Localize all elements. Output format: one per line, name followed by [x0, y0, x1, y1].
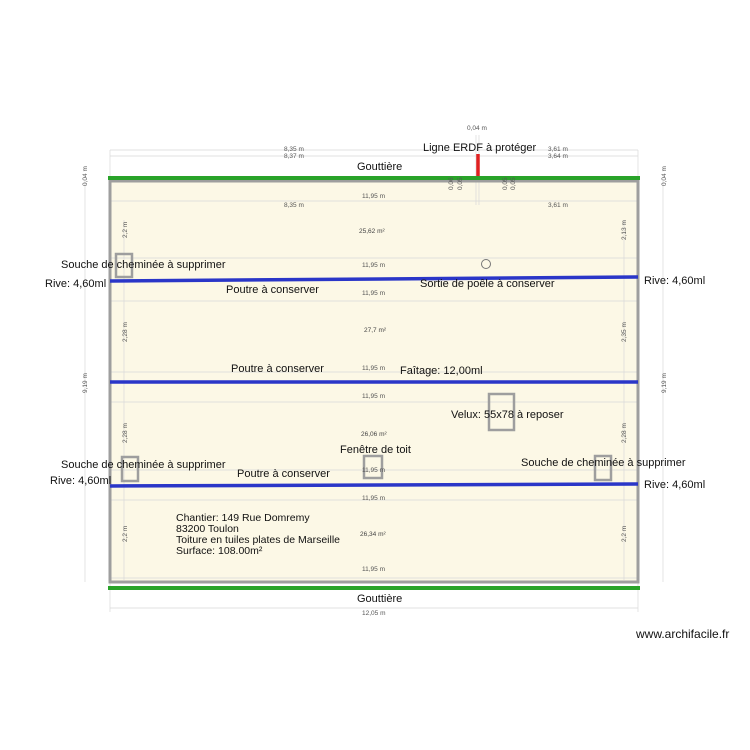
erdf-label: Ligne ERDF à protéger	[423, 142, 536, 154]
dim-sec4-left: 2,2 m	[122, 526, 129, 542]
beam-line-3	[109, 482, 639, 488]
dim-erdf-b: 0,05	[457, 177, 464, 190]
rive-bottom-left-label: Rive: 4,60ml	[50, 475, 111, 487]
dim-erdf-a: 0,06	[448, 177, 455, 190]
rive-bottom-right-label: Rive: 4,60ml	[644, 479, 705, 491]
dim-sec2-right: 2,35 m	[621, 322, 628, 342]
dim-sec3-right: 2,28 m	[621, 423, 628, 443]
beam-1-label: Poutre à conserver	[226, 284, 319, 296]
area-label-1: 25,62 m²	[359, 228, 385, 235]
beam-2-label: Poutre à conserver	[231, 363, 324, 375]
dim-sec2-left: 2,28 m	[122, 322, 129, 342]
watermark-text: www.archifacile.fr	[636, 627, 730, 641]
dim-height-left: 9,19 m	[82, 373, 89, 393]
dim-top-left-b: 8,37 m	[284, 153, 304, 160]
chimney-3-label: Souche de cheminée à supprimer	[521, 457, 686, 469]
rive-top-right-label: Rive: 4,60ml	[644, 275, 705, 287]
dim-width-1: 11,95 m	[362, 193, 385, 200]
dim-sec1-left: 2,2 m	[122, 222, 129, 238]
dim-inner-right: 3,61 m	[548, 202, 568, 209]
info-line-4: Surface: 108.00m²	[176, 545, 263, 557]
dim-width-3: 11,95 m	[362, 290, 385, 297]
chimney-2-label: Souche de cheminée à supprimer	[61, 459, 226, 471]
dim-side-left-top: 0,04 m	[82, 166, 89, 186]
info-line-3: Toiture en tuiles plates de Marseille	[176, 534, 340, 546]
chimney-1-label: Souche de cheminée à supprimer	[61, 259, 226, 271]
dim-erdf-c: 0,05	[502, 177, 509, 190]
stove-exit-label: Sortie de poêle à conserver	[420, 278, 555, 290]
roof-window-shape	[362, 454, 384, 480]
chimney-1-shape	[114, 252, 134, 279]
stove-exit-icon	[481, 259, 491, 269]
chimney-2-shape	[120, 455, 140, 483]
dim-erdf-d: 0,05	[510, 177, 517, 190]
gutter-bottom-label: Gouttière	[357, 593, 402, 605]
area-label-4: 26,34 m²	[360, 531, 386, 538]
dim-sec1-right: 2,13 m	[621, 220, 628, 240]
dim-top-total: 0,04 m	[467, 125, 487, 132]
dim-width-7: 11,95 m	[362, 495, 385, 502]
area-label-3: 26,06 m²	[361, 431, 387, 438]
dim-sec4-right: 2,2 m	[621, 526, 628, 542]
velux-label: Velux: 55x78 à reposer	[451, 409, 564, 421]
dim-height-right: 9,19 m	[661, 373, 668, 393]
dim-side-right-top: 0,04 m	[661, 166, 668, 186]
dim-inner-left: 8,35 m	[284, 202, 304, 209]
dim-sec3-left: 2,28 m	[122, 423, 129, 443]
rive-top-left-label: Rive: 4,60ml	[45, 278, 106, 290]
dim-width-4: 11,95 m	[362, 365, 385, 372]
info-line-2: 83200 Toulon	[176, 523, 239, 535]
dim-width-5: 11,95 m	[362, 393, 385, 400]
roof-window-label: Fenêtre de toit	[340, 444, 411, 456]
beam-3-label: Poutre à conserver	[237, 468, 330, 480]
dim-top-left-a: 8,35 m	[284, 146, 304, 153]
chimney-3-shape	[593, 454, 613, 482]
velux-shape	[487, 392, 516, 432]
info-line-1: Chantier: 149 Rue Domremy	[176, 512, 310, 524]
gutter-top-label: Gouttière	[357, 161, 402, 173]
dim-width-2: 11,95 m	[362, 262, 385, 269]
dim-top-right-a: 3,61 m	[548, 146, 568, 153]
dim-width-6: 11,95 m	[362, 467, 385, 474]
dim-overall-width: 12,05 m	[362, 610, 386, 617]
area-label-2: 27,7 m²	[364, 327, 387, 334]
ridge-label: Faîtage: 12,00ml	[400, 365, 483, 377]
beam-line-1	[109, 275, 639, 283]
dim-top-right-b: 3,64 m	[548, 153, 568, 160]
dim-width-8: 11,95 m	[362, 566, 385, 573]
